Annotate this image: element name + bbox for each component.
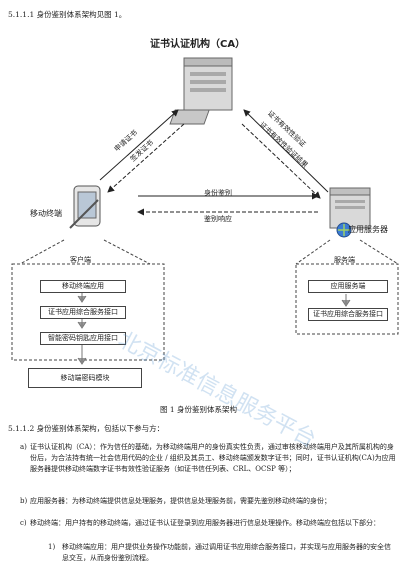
paragraph-b-marker: b): [20, 497, 28, 505]
sub-item-1-marker: 1): [48, 543, 56, 551]
section-heading: 5.1.1.1 身份鉴别体系架构见图 1。: [8, 10, 127, 19]
edge-right-up: [243, 109, 329, 193]
server-panel: [295, 263, 399, 335]
app-server-label: 应用服务器: [348, 225, 388, 234]
server-item-app: 应用服务端: [308, 280, 388, 293]
app-server-icon: [329, 187, 371, 238]
client-panel-title: 客户端: [70, 256, 91, 264]
architecture-diagram: 证书认证机构（CA）: [0, 28, 400, 398]
ca-server-icon: [169, 57, 233, 125]
edge-mid-top-label: 身份鉴别: [204, 189, 232, 197]
client-item-key-interface: 智能密码钥匙应用接口: [40, 332, 126, 345]
sub-item-1: 1) 移动终端应用：用户提供业务操作功能前，通过调用证书应用综合服务接口，并实现…: [48, 542, 396, 564]
figure-caption: 图 1 身份鉴别体系架构: [160, 405, 238, 414]
client-item-app: 移动终端应用: [40, 280, 126, 293]
paragraph-c: c) 移动终端：用户持有的移动终端，通过证书认证登录到应用服务器进行信息处理操作…: [20, 518, 396, 529]
section-2-heading: 5.1.1.2 身份鉴别体系架构，包括以下参与方：: [8, 424, 165, 433]
client-crypto-module: 移动端密码模块: [28, 368, 142, 388]
edge-left-up: [99, 109, 179, 181]
paragraph-b: b) 应用服务器：为移动终端提供信息处理服务，提供信息处理服务前，需要先鉴别移动…: [20, 496, 396, 507]
paragraph-b-text: 应用服务器：为移动终端提供信息处理服务，提供信息处理服务前，需要先鉴别移动终端的…: [30, 497, 331, 505]
sub-item-1-text: 移动终端应用：用户提供业务操作功能前，通过调用证书应用综合服务接口，并实现与应用…: [62, 543, 391, 562]
terminal-label: 移动终端: [30, 209, 62, 218]
server-panel-title: 服务端: [334, 256, 355, 264]
client-item-cert-interface: 证书应用综合服务接口: [40, 306, 126, 319]
paragraph-c-text: 移动终端：用户持有的移动终端，通过证书认证登录到应用服务器进行信息处理操作。移动…: [30, 519, 380, 527]
edge-mid-bottom-label: 鉴别响应: [204, 215, 232, 223]
paragraph-a: a) 证书认证机构（CA）：作为信任的基础，为移动终端用户的身份真实性负责，通过…: [20, 442, 396, 475]
paragraph-a-marker: a): [20, 443, 27, 451]
edge-left-down: [107, 123, 185, 193]
mobile-terminal-icon: [69, 185, 101, 229]
paragraph-a-text: 证书认证机构（CA）：作为信任的基础，为移动终端用户的身份真实性负责，通过审核移…: [30, 443, 396, 473]
server-item-cert-interface: 证书应用综合服务接口: [308, 308, 388, 321]
ca-title: 证书认证机构（CA）: [150, 39, 246, 50]
paragraph-c-marker: c): [20, 519, 27, 527]
